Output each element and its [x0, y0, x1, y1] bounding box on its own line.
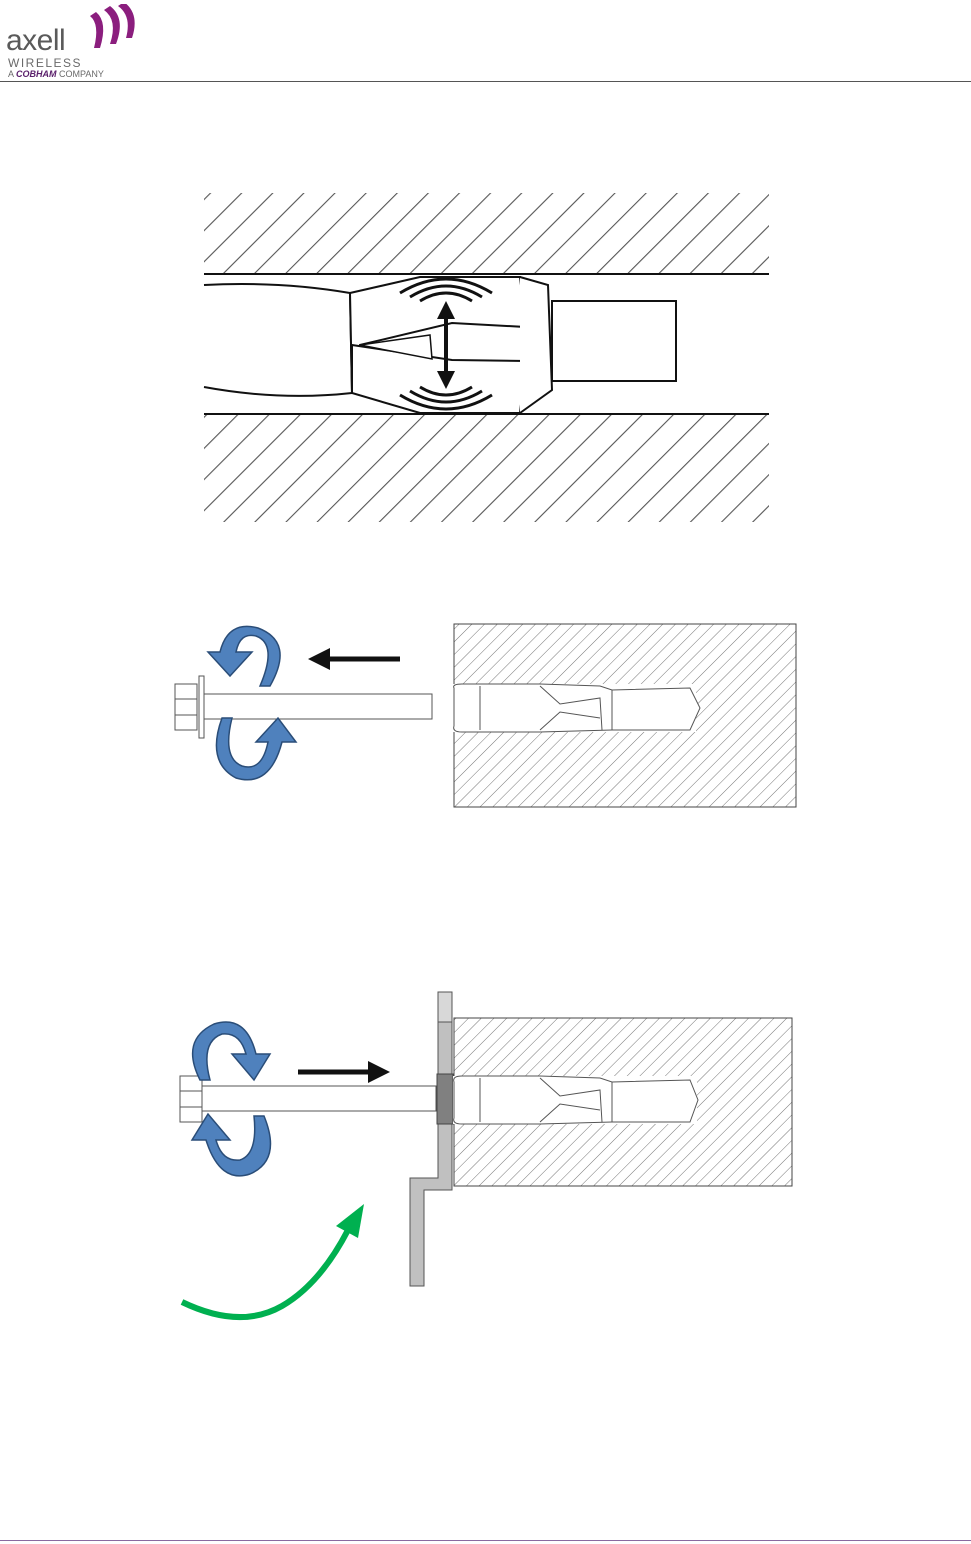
figure-install-bracket	[0, 990, 971, 1335]
logo-prefix: A	[8, 69, 14, 79]
left-arrow-icon	[308, 648, 400, 670]
footer-rule	[0, 1540, 971, 1541]
curved-arrow-icon	[182, 1204, 364, 1317]
figure-remove-bolt	[0, 612, 971, 812]
bolt-washer	[199, 676, 204, 738]
header-rule	[0, 81, 971, 82]
company-logo: axell WIRELESS A COBHAM COMPANY	[6, 4, 146, 78]
right-arrow-icon	[298, 1061, 390, 1083]
bolt-shaft	[204, 694, 432, 719]
bolt-head	[175, 684, 197, 730]
anchor-cone	[552, 301, 676, 381]
wall-lower	[204, 415, 769, 522]
bracket-washer	[437, 1074, 453, 1124]
bolt-head	[180, 1076, 202, 1122]
figure-anchor-expansion	[0, 185, 971, 530]
logo-brand: COBHAM	[16, 69, 57, 79]
logo-mark-icon	[86, 4, 146, 50]
logo-wireless: WIRELESS	[8, 56, 82, 70]
logo-company-line: A COBHAM COMPANY	[8, 69, 104, 79]
logo-suffix: COMPANY	[59, 69, 104, 79]
mounting-bracket	[410, 992, 452, 1286]
bolt-shaft	[202, 1086, 436, 1111]
double-arrow-icon	[437, 301, 455, 389]
logo-wordmark: axell	[6, 24, 65, 58]
anchor-body	[204, 284, 352, 396]
wall-upper	[204, 193, 769, 273]
